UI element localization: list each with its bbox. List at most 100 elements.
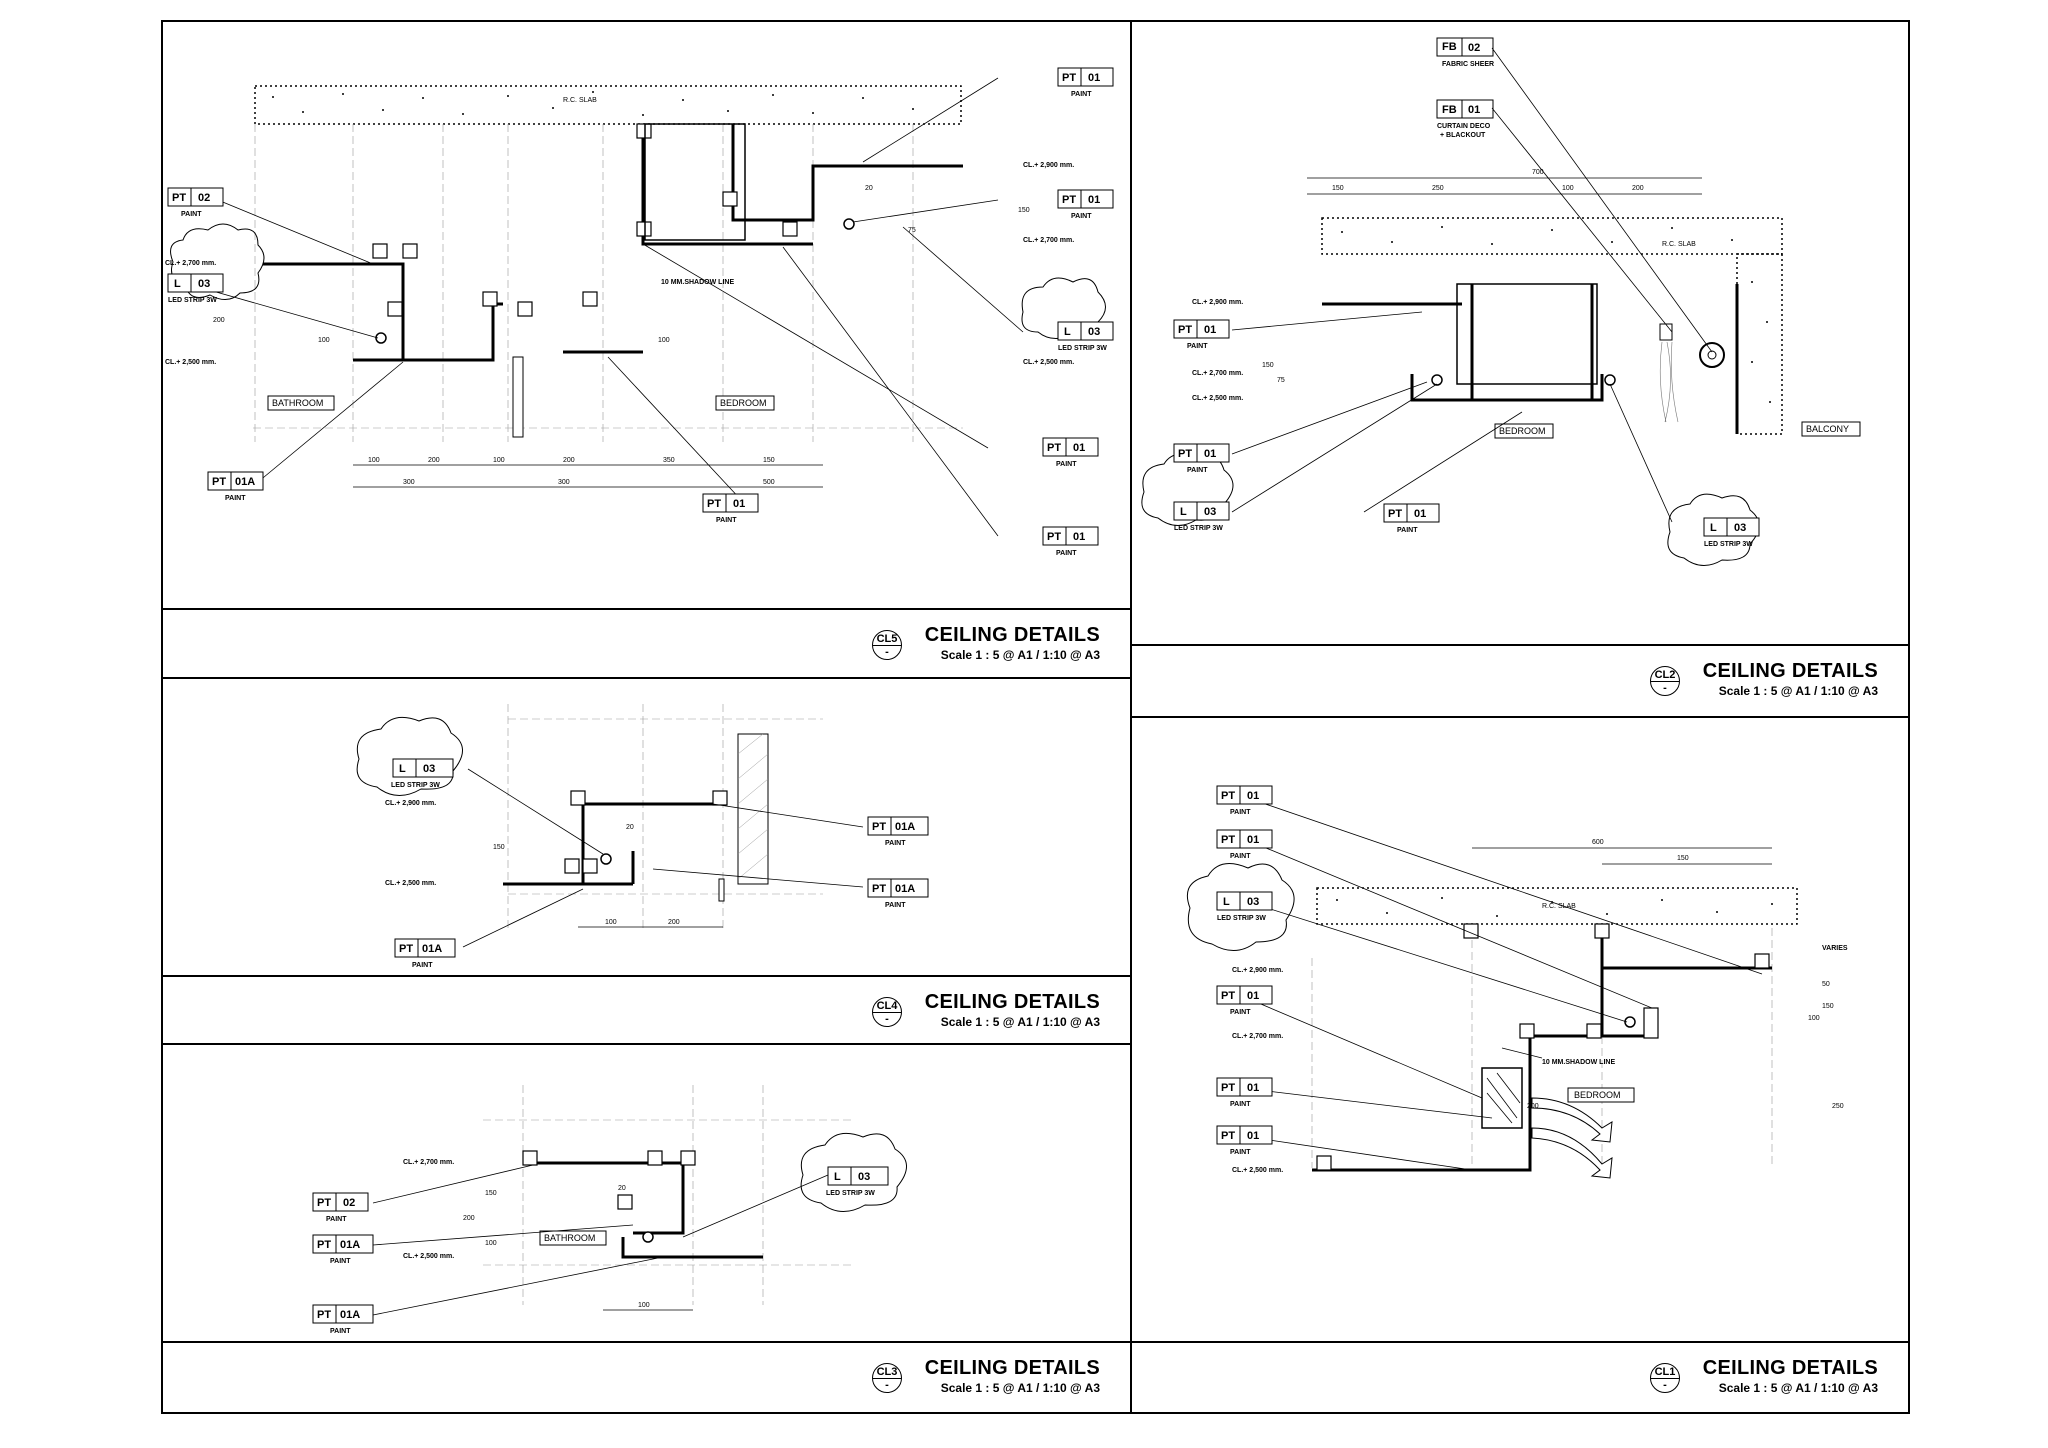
title-block-cl5: CL5- CEILING DETAILS Scale 1 : 5 @ A1 / …: [163, 608, 1130, 681]
svg-text:03: 03: [1734, 522, 1746, 534]
svg-text:PAINT: PAINT: [1187, 343, 1208, 350]
svg-text:PT: PT: [1178, 324, 1192, 336]
svg-text:PT: PT: [399, 943, 413, 955]
level-2500: CL.+ 2,500 mm.: [1023, 359, 1074, 366]
svg-text:PT: PT: [872, 821, 886, 833]
revision-cloud: [170, 223, 265, 300]
rc-slab: [1316, 887, 1798, 925]
svg-text:250: 250: [1832, 1103, 1844, 1110]
svg-text:01A: 01A: [340, 1309, 360, 1321]
svg-text:03: 03: [1204, 506, 1216, 518]
svg-text:01: 01: [1247, 834, 1259, 846]
panel-cl5: R.C. SLAB: [161, 20, 1132, 679]
svg-text:PAINT: PAINT: [1230, 1149, 1251, 1156]
svg-text:PAINT: PAINT: [225, 495, 246, 502]
led-strip-fixture: [1431, 374, 1443, 386]
level-2500: CL.+ 2,500 mm.: [403, 1253, 454, 1260]
svg-text:01: 01: [1073, 531, 1085, 543]
svg-text:PAINT: PAINT: [412, 962, 433, 969]
svg-text:01: 01: [1247, 790, 1259, 802]
svg-text:100: 100: [658, 337, 670, 344]
shadow-line-note: 10 MM.SHADOW LINE: [661, 279, 734, 286]
led-strip-fixture: [600, 853, 612, 865]
svg-text:PAINT: PAINT: [1230, 809, 1251, 816]
svg-text:PT: PT: [1221, 1082, 1235, 1094]
svg-text:01: 01: [1468, 104, 1480, 116]
level-2900: CL.+ 2,900 mm.: [385, 800, 436, 807]
svg-text:02: 02: [198, 192, 210, 204]
svg-text:PAINT: PAINT: [1071, 91, 1092, 98]
revision-cloud: [1141, 453, 1234, 526]
room-label-bathroom: BATHROOM: [544, 1233, 595, 1243]
svg-text:150: 150: [763, 457, 775, 464]
rc-slab: [254, 85, 962, 125]
svg-text:600: 600: [1592, 839, 1604, 846]
svg-text:PT: PT: [872, 883, 886, 895]
svg-text:01A: 01A: [422, 943, 442, 955]
panel-scale: Scale 1 : 5 @ A1 / 1:10 @ A3: [940, 648, 1100, 662]
svg-text:LED STRIP 3W: LED STRIP 3W: [826, 1190, 875, 1197]
level-2750: CL.+ 2,700 mm.: [1192, 370, 1243, 377]
svg-text:PAINT: PAINT: [1056, 461, 1077, 468]
svg-text:150: 150: [485, 1190, 497, 1197]
svg-text:700: 700: [1532, 169, 1544, 176]
svg-text:200: 200: [213, 317, 225, 324]
panel-title: CEILING DETAILS: [924, 991, 1100, 1013]
svg-text:03: 03: [858, 1171, 870, 1183]
detail-drawing-cl1: 600 150 R.C. SLAB: [1186, 785, 1848, 1179]
airflow-arrow: [1531, 1127, 1613, 1179]
revision-cloud: [1186, 863, 1295, 951]
panel-scale: Scale 1 : 5 @ A1 / 1:10 @ A3: [1718, 1381, 1878, 1395]
svg-text:100: 100: [638, 1302, 650, 1309]
svg-text:02: 02: [1468, 42, 1480, 54]
svg-text:CURTAIN DECO: CURTAIN DECO: [1437, 123, 1491, 130]
svg-text:L: L: [1710, 522, 1717, 534]
led-strip-fixture: [642, 1231, 654, 1243]
revision-cloud: [800, 1132, 907, 1212]
svg-text:PT: PT: [172, 192, 186, 204]
svg-text:75: 75: [908, 227, 916, 234]
title-block-cl4: CL4- CEILING DETAILS Scale 1 : 5 @ A1 / …: [163, 975, 1130, 1047]
svg-text:100: 100: [1808, 1015, 1820, 1022]
room-label-balcony: BALCONY: [1806, 424, 1849, 434]
svg-text:150: 150: [1822, 1003, 1834, 1010]
svg-text:150: 150: [493, 844, 505, 851]
svg-text:PT: PT: [317, 1309, 331, 1321]
svg-text:PAINT: PAINT: [1230, 1009, 1251, 1016]
svg-text:01: 01: [1204, 324, 1216, 336]
svg-text:PT: PT: [1178, 448, 1192, 460]
panel-cl2: FB 02 FABRIC SHEER FB 01 CURTAIN DECO + …: [1130, 20, 1910, 718]
svg-text:+ BLACKOUT: + BLACKOUT: [1440, 132, 1486, 139]
svg-text:PT: PT: [1047, 531, 1061, 543]
rc-slab-balcony: [1736, 253, 1783, 435]
svg-text:PAINT: PAINT: [326, 1216, 347, 1223]
svg-text:01A: 01A: [895, 883, 915, 895]
svg-text:LED STRIP 3W: LED STRIP 3W: [1217, 915, 1266, 922]
svg-text:100: 100: [493, 457, 505, 464]
svg-text:300: 300: [558, 479, 570, 486]
detail-drawing-cl2: FB 02 FABRIC SHEER FB 01 CURTAIN DECO + …: [1141, 37, 1861, 566]
svg-text:PT: PT: [1388, 508, 1402, 520]
panel-cl1: 600 150 R.C. SLAB: [1130, 716, 1910, 1414]
panel-scale: Scale 1 : 5 @ A1 / 1:10 @ A3: [940, 1381, 1100, 1395]
svg-text:20: 20: [626, 824, 634, 831]
revision-cloud: [1021, 277, 1106, 339]
svg-text:L: L: [399, 763, 406, 775]
